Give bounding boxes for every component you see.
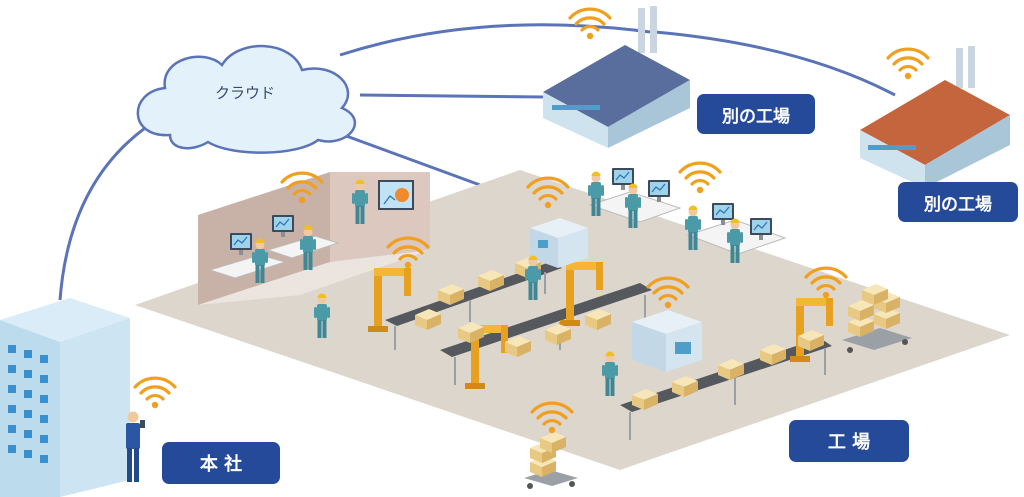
building-icon-hq — [0, 298, 130, 497]
branch-factory-label-2: 別の工場 — [898, 182, 1018, 222]
link-cloud-factory — [329, 128, 481, 187]
control-desk-2 — [266, 214, 340, 270]
presentation-screen — [378, 180, 414, 210]
pallet-cart-right — [842, 284, 912, 353]
inspection-machine-2 — [632, 310, 702, 372]
monitoring-room — [198, 172, 430, 305]
factory-label: 工 場 — [789, 420, 909, 462]
pallet-cart-front — [524, 432, 578, 489]
link-cloud-branch1 — [359, 93, 546, 99]
branch-factory-label-1: 別の工場 — [697, 94, 815, 134]
link-arc-top — [339, 23, 651, 57]
factory-icon-branch2 — [860, 46, 1010, 188]
link-hq-cloud — [58, 113, 166, 301]
link-branch1-branch2 — [654, 30, 896, 97]
cloud-icon — [136, 44, 357, 154]
headquarters-label: 本 社 — [162, 442, 280, 484]
cloud-label: クラウド — [215, 84, 276, 102]
worker-icon-hq — [126, 411, 145, 482]
control-desk-1 — [208, 232, 287, 283]
factory-icon-branch1 — [543, 6, 690, 148]
inspection-machine-1 — [530, 218, 588, 268]
network-lines — [58, 23, 896, 301]
